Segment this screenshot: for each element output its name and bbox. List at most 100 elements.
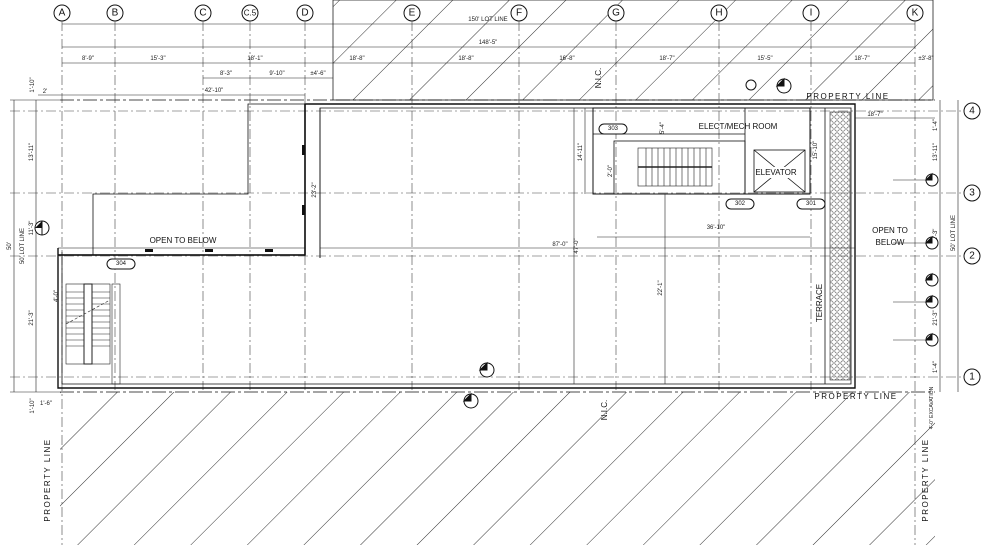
svg-text:K: K [912,8,919,19]
core-stair [637,147,713,187]
room-tag-303: 303 [598,123,628,135]
dim-left-lot: 50' LOT LINE [20,228,26,264]
grid-bubble-B: B [106,4,124,22]
terrace-planting [829,111,851,381]
dim-stair-small: 4'-0" [54,290,60,302]
svg-text:18'-8": 18'-8" [458,56,473,62]
grid-bubble-E: E [403,4,421,22]
svg-text:E: E [409,8,416,19]
grid-bubble-1: 1 [963,368,981,386]
svg-text:H: H [715,8,722,19]
dim-right-col-3: 11'-3" [933,229,939,244]
nic-bottom-label: N.I.C. [600,400,609,420]
top-dimensions [38,23,915,96]
svg-text:B: B [112,8,119,19]
dim-top-second: 148'-5" [479,40,498,46]
interior-dim-lines [320,108,935,384]
elect-mech-room-label: ELECT/MECH ROOM [699,122,778,131]
grid-bubble-F: F [510,4,528,22]
room-tag-302: 302 [725,198,755,210]
grid-bubble-2: 2 [963,247,981,265]
dim-left-col-1: 13'-11" [29,143,35,161]
svg-text:3: 3 [969,188,975,199]
center-section-markers [462,77,792,409]
svg-text:18'-7": 18'-7" [854,56,869,62]
dim-left-bottom: 1'-10" [30,398,36,413]
nic-top-label: N.I.C. [594,68,603,88]
dim-left-span: 42'-10" [205,88,224,94]
dim-right-col-4: 21'-3" [933,310,939,325]
svg-text:C.5: C.5 [244,9,257,18]
dim-vertical-22: 22'-1" [658,280,664,295]
elevator-label: ELEVATOR [755,168,797,177]
dim-overall-87: 87'-0" [552,242,567,248]
svg-text:8'-3": 8'-3" [220,71,232,77]
grid-bubble-G: G [607,4,625,22]
structural-column-markers [145,145,305,252]
svg-text:1: 1 [969,372,975,383]
open-to-below-right-label-1: OPEN TO [872,226,908,235]
left-section-marker [34,220,50,236]
right-section-markers [924,172,939,347]
left-stair [65,283,121,385]
svg-text:303: 303 [608,126,619,132]
dim-vertical-14: 14'-11" [578,143,584,161]
grid-bubble-4: 4 [963,102,981,120]
dim-left-bottom-2: 1'-6" [40,401,52,407]
grid-bubble-K: K [906,4,924,22]
dim-vertical-47: 47'-0" [574,238,580,253]
property-line-top-label: PROPERTY LINE [806,92,889,101]
dim-right-col-5: 1'-4" [933,361,939,373]
svg-text:18'-7": 18'-7" [659,56,674,62]
dim-left-col-3: 21'-3" [29,310,35,325]
dim-right-lot: 50' LOT LINE [951,215,957,251]
property-line-bottom-label: PROPERTY LINE [814,392,897,401]
top-sub-dims: 8'-3" 9'-10" ±4'-6" [220,71,326,77]
grid-bubble-D: D [296,4,314,22]
svg-text:16'-8": 16'-8" [559,56,574,62]
dim-right-col-2: 13'-11" [933,143,939,161]
property-line-left-label: PROPERTY LINE [43,438,52,521]
dim-left-top-2: 2' [43,89,47,95]
svg-text:2: 2 [969,251,975,262]
svg-text:302: 302 [735,201,746,207]
row-grid-bubbles: 4 3 2 1 [963,102,981,386]
svg-text:F: F [516,8,522,19]
room-tag-301: 301 [796,198,826,210]
building-walls [57,103,856,389]
svg-text:±4'-6": ±4'-6" [310,71,325,77]
svg-text:15'-5": 15'-5" [757,56,772,62]
grid-bubble-C: C [194,4,212,22]
left-dimensions [10,99,60,393]
grid-bubble-3: 3 [963,184,981,202]
terrace-label: TERRACE [815,284,824,322]
grid-bubble-C5: C.5 [241,4,259,22]
svg-text:301: 301 [806,201,817,207]
svg-text:±3'-8": ±3'-8" [918,56,933,62]
dim-mid-vertical: 23'-2" [312,182,318,197]
right-dimensions [939,100,959,392]
grid-bubble-H: H [710,4,728,22]
svg-text:15'-3": 15'-3" [150,56,165,62]
svg-text:4: 4 [969,106,975,117]
svg-text:304: 304 [116,261,127,267]
svg-text:I: I [810,8,813,19]
dim-left-50: 50' [7,242,13,250]
dim-left-col-2: 11'-3" [29,221,35,236]
dim-stair-5: 5'-4" [660,122,666,134]
right-leader-lines [893,179,926,341]
dim-right-18: 18'-7" [867,112,882,118]
grid-bubble-I: I [802,4,820,22]
hatched-neighbor-top [333,0,933,100]
property-line-right-label: PROPERTY LINE [921,438,930,521]
room-tag-304: 304 [106,258,136,270]
dim-lot-line-top: 150' LOT LINE [468,17,507,23]
hatched-neighbor-bottom [60,392,935,545]
svg-text:D: D [301,8,308,19]
svg-text:18'-8": 18'-8" [349,56,364,62]
dim-right-col-1: 1'-4" [933,119,939,131]
column-grid-bubbles: A B C C.5 D E F G H I K [53,4,924,22]
open-to-below-right-label-2: BELOW [876,238,905,247]
dim-left-top-small: 1'-10" [30,77,36,92]
